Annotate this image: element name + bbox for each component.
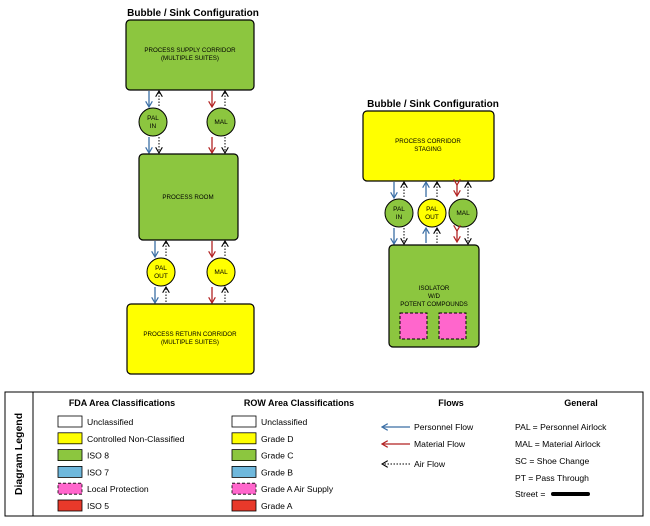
row-label: Grade A Air Supply — [261, 484, 334, 494]
row-swatch-grade-c — [231, 449, 257, 462]
fda-label: Local Protection — [87, 484, 149, 494]
pal-in-airlock — [138, 107, 168, 137]
general-title: General — [564, 398, 598, 408]
fda-label: Unclassified — [87, 417, 134, 427]
fda-swatch-iso8 — [57, 449, 83, 462]
fda-swatch-controlled — [57, 432, 83, 445]
general-item: SC = Shoe Change — [515, 456, 590, 466]
mal-bottom-label: MAL — [214, 269, 228, 276]
left-diagram: Bubble / Sink Configuration PROCESS SUPP… — [125, 8, 259, 375]
mal-bottom-airlock — [206, 257, 236, 287]
local-protection-zone — [438, 312, 467, 340]
fda-label: Controlled Non-Classified — [87, 434, 185, 444]
diagram-legend: Diagram Legend FDA Area Classifications … — [4, 391, 644, 517]
fda-label: ISO 7 — [87, 467, 109, 477]
legend-frame — [4, 391, 644, 517]
pal-in-label-2: IN — [396, 214, 403, 221]
pal-out-airlock — [417, 198, 447, 228]
row-label: Grade C — [261, 451, 293, 461]
row-swatch-grade-a — [231, 499, 257, 512]
left-diagram-title: Bubble / Sink Configuration — [127, 8, 259, 19]
row-swatch-unclassified — [231, 415, 257, 428]
general-item: PAL = Personnel Airlock — [515, 422, 607, 432]
air-flow-label: Air Flow — [414, 459, 446, 469]
general-item: MAL = Material Airlock — [515, 439, 601, 449]
fda-swatch-list — [57, 415, 83, 512]
isolator-label-2: W/D — [428, 293, 441, 300]
material-flow-label: Material Flow — [414, 439, 466, 449]
pal-out-label-2: OUT — [425, 214, 439, 221]
row-swatch-grade-d — [231, 432, 257, 445]
mal-label: MAL — [456, 210, 470, 217]
process-room-block — [138, 153, 239, 241]
personnel-flow-label: Personnel Flow — [414, 422, 474, 432]
supply-corridor-label-1: PROCESS SUPPLY CORRIDOR — [144, 47, 236, 54]
flows-title: Flows — [438, 398, 464, 408]
pal-out-airlock — [146, 257, 176, 287]
fda-label: ISO 8 — [87, 451, 109, 461]
local-protection-zone — [399, 312, 428, 340]
isolator-label-3: POTENT COMPOUNDS — [400, 301, 468, 308]
fda-title: FDA Area Classifications — [69, 398, 175, 408]
pal-in-label-1: PAL — [147, 115, 159, 122]
pal-out-label-1: PAL — [155, 265, 167, 272]
pal-in-label-1: PAL — [393, 206, 405, 213]
return-corridor-block — [126, 303, 255, 375]
general-item: PT = Pass Through — [515, 473, 589, 483]
return-corridor-label-1: PROCESS RETURN CORRIDOR — [143, 331, 237, 338]
process-room-label: PROCESS ROOM — [162, 194, 213, 201]
fda-swatch-iso5 — [57, 499, 83, 512]
legend-side-label: Diagram Legend — [13, 413, 25, 495]
general-item: Street = — [515, 489, 545, 499]
row-swatch-grade-a-air — [231, 482, 257, 495]
mal-top-airlock — [206, 107, 236, 137]
corridor-staging-label-2: STAGING — [414, 146, 442, 153]
pal-in-label-2: IN — [150, 123, 157, 130]
fda-swatch-unclassified — [57, 415, 83, 428]
fda-swatch-iso7 — [57, 465, 83, 478]
row-swatch-grade-b — [231, 465, 257, 478]
row-label: Grade B — [261, 467, 293, 477]
row-label: Grade D — [261, 434, 293, 444]
row-label: Unclassified — [261, 417, 308, 427]
pal-out-label-1: PAL — [426, 206, 438, 213]
mal-top-label: MAL — [214, 119, 228, 126]
supply-corridor-block — [125, 19, 255, 91]
pal-out-label-2: OUT — [154, 273, 168, 280]
right-diagram: Bubble / Sink Configuration PROCESS CORR… — [362, 99, 499, 348]
row-label: Grade A — [261, 501, 293, 511]
supply-corridor-label-2: (MULTIPLE SUITES) — [161, 55, 219, 62]
row-title: ROW Area Classifications — [244, 398, 354, 408]
return-corridor-label-2: (MULTIPLE SUITES) — [161, 339, 219, 346]
pal-in-airlock — [384, 198, 414, 228]
isolator-label-1: ISOLATOR — [419, 285, 450, 292]
fda-swatch-local-protection — [57, 482, 83, 495]
row-swatch-list — [231, 415, 257, 512]
corridor-staging-label-1: PROCESS CORRIDOR — [395, 138, 461, 145]
right-diagram-title: Bubble / Sink Configuration — [367, 99, 499, 110]
fda-label: ISO 5 — [87, 501, 109, 511]
mal-airlock — [448, 198, 478, 228]
